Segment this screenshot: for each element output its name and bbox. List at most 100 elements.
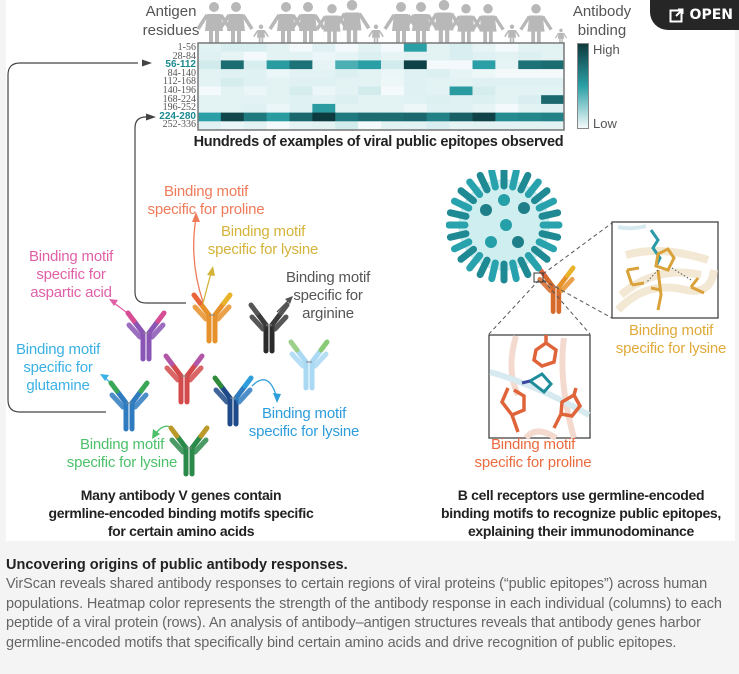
row-label: 112-168 [163,76,196,88]
motif-label-line: aspartic acid [30,284,112,301]
antibodies-layer [100,212,576,477]
right-illustration [446,170,719,441]
aspartic-arrowhead [109,299,118,306]
zoom-origin-box [533,272,544,283]
heatmap-cell [449,51,473,61]
heatmap-cell [426,103,451,114]
lysine-blue-arrowhead [273,393,281,403]
heatmap-cell [335,86,359,96]
heatmap-cell [426,121,451,131]
heatmap-cell [243,121,268,131]
heatmap-cell [358,51,382,61]
heatmap-cell [426,86,451,96]
heatmap-cell [220,43,245,53]
motif-label-line: Binding motif [261,405,347,422]
heatmap-cell [198,86,222,96]
caption-body: VirScan reveals shared antibody response… [6,576,722,651]
heatmap-cell [472,121,496,131]
heatmap-cell [358,77,382,87]
heatmap-cell [495,43,519,53]
heatmap-cell [381,51,405,61]
heatmap-cell [289,86,313,96]
row-label: 196-252 [162,102,196,114]
heatmap-cell [495,86,519,96]
heatmap-cell [289,43,313,53]
motif-label-line: specific for lysine [248,423,360,440]
heatmap-cell [198,77,222,87]
heatmap-cell [358,103,382,114]
lysine-structure-panel [611,221,719,319]
heatmap-cell [518,95,542,105]
heatmap-cell [472,43,496,53]
right-panel-caption: B cell receptors use germline-encoded bi… [421,486,739,540]
heatmap-cell [358,43,382,53]
heatmap-cell [518,86,542,96]
heatmap-cell [198,95,222,105]
row-label: 140-196 [162,84,196,96]
arrow-to-56-112 [7,62,138,413]
heatmap-cell [403,60,428,70]
heatmap-cell [381,43,405,53]
heatmap-cell [426,69,451,79]
heatmap-cell [495,69,519,79]
heatmap-cell [266,103,290,114]
caption-line: B cell receptors use germline-encoded [457,487,705,503]
caption-line: explaining their immunodominance [467,523,695,539]
heatmap-cell [266,86,290,96]
heatmap-cell [449,112,473,122]
heatmap-cell [381,69,405,79]
heatmap-cell [289,95,313,105]
heatmap-cell [266,43,290,53]
heatmap-cell [289,60,313,70]
heatmap-cell [518,121,542,131]
external-link-icon [669,8,684,22]
heatmap-cell [403,121,428,131]
motif-label-line: specific for proline [474,454,592,471]
person-silhouette-icon [333,0,371,43]
motif-label-line: glutamine [26,377,90,394]
open-button[interactable]: OPEN [650,0,739,30]
legend-title-line: Antibody [572,3,632,20]
heatmap-cell [289,112,313,122]
heatmap [197,42,565,131]
heatmap-cell [403,112,428,122]
antibody-bcr-icon [536,265,576,314]
heatmap-cell [220,95,245,105]
row-label: 1-56 [177,42,196,53]
antibody-arginine-icon [248,302,290,354]
heatmap-cell [220,112,245,122]
heatmap-cell [358,86,382,96]
person-silhouette-icon [471,4,505,43]
row-label: 168-224 [162,93,196,105]
caption-title: Uncovering origins of public antibody re… [6,557,348,573]
heatmap-cell [403,86,428,96]
heatmap-cell [518,51,542,61]
heatmap-cell [449,103,473,114]
heatmap-cell [243,77,268,87]
heatmap-cell [495,112,519,122]
heatmap-cell [541,121,565,131]
motif-label-line: specific for lysine [66,454,178,471]
motif-label-line: Binding motif [220,223,306,240]
person-silhouette-icon [368,24,384,43]
heatmap-cell [449,60,473,70]
heatmap-cell [312,95,336,105]
heatmap-cell [312,51,336,61]
heatmap-cell [335,43,359,53]
open-button-label: OPEN [689,7,733,23]
heatmap-cell [541,86,565,96]
caption-line: germline-encoded binding motifs specific [48,505,314,521]
caption-line: Many antibody V genes contain [80,487,282,503]
person-silhouette-icon [504,24,520,43]
motif-label-line: Binding motif [28,248,114,265]
motif-label-line: specific for lysine [615,340,727,357]
heatmap-cell [335,60,359,70]
connector-arrows [7,59,186,413]
antibody-lysine-green-icon [168,425,210,477]
row-label: 84-140 [167,67,196,79]
